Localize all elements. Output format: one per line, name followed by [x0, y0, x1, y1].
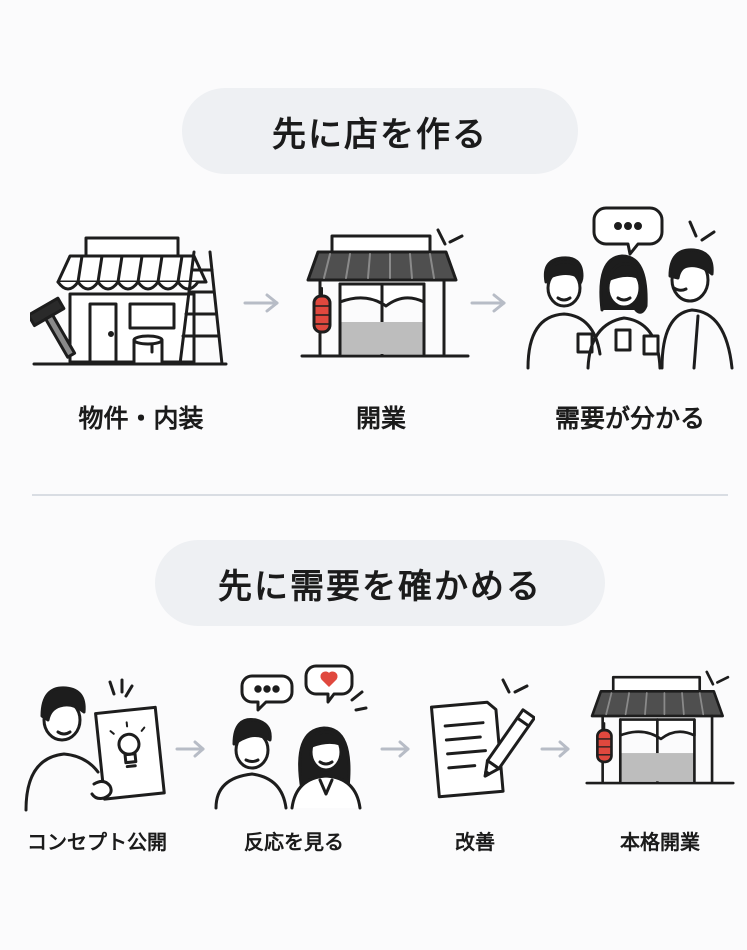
step-label-concept-publish: コンセプト公開: [27, 830, 167, 854]
step-label-demand-known: 需要が分かる: [554, 404, 705, 433]
section-title-build-first: 先に店を作る: [182, 88, 578, 174]
arrow-right-icon: [540, 740, 570, 758]
shop-with-lantern-icon: [585, 670, 735, 785]
arrow-right-icon: [380, 740, 410, 758]
store-under-construction-icon: [30, 236, 228, 366]
document-and-pencil-icon: [429, 678, 535, 799]
step-label-property: 物件・内装: [78, 404, 204, 433]
arrow-right-icon: [243, 293, 279, 313]
arrow-right-icon: [175, 740, 205, 758]
section-title-text: 先に店を作る: [272, 114, 488, 155]
shop-with-lantern-icon: [300, 228, 470, 358]
section-title-text: 先に需要を確かめる: [218, 566, 542, 607]
step-label-see-reaction: 反応を見る: [244, 830, 344, 854]
step-label-opening: 開業: [355, 404, 406, 433]
step-label-full-opening: 本格開業: [620, 830, 700, 854]
section-title-validate-first: 先に需要を確かめる: [155, 540, 605, 626]
arrow-right-icon: [470, 293, 506, 313]
section-divider: [32, 494, 728, 496]
people-reacting-icon: [214, 664, 368, 810]
step-label-improve: 改善: [455, 830, 495, 854]
people-chatting-icon: [526, 206, 734, 370]
person-showing-idea-icon: [24, 678, 166, 812]
